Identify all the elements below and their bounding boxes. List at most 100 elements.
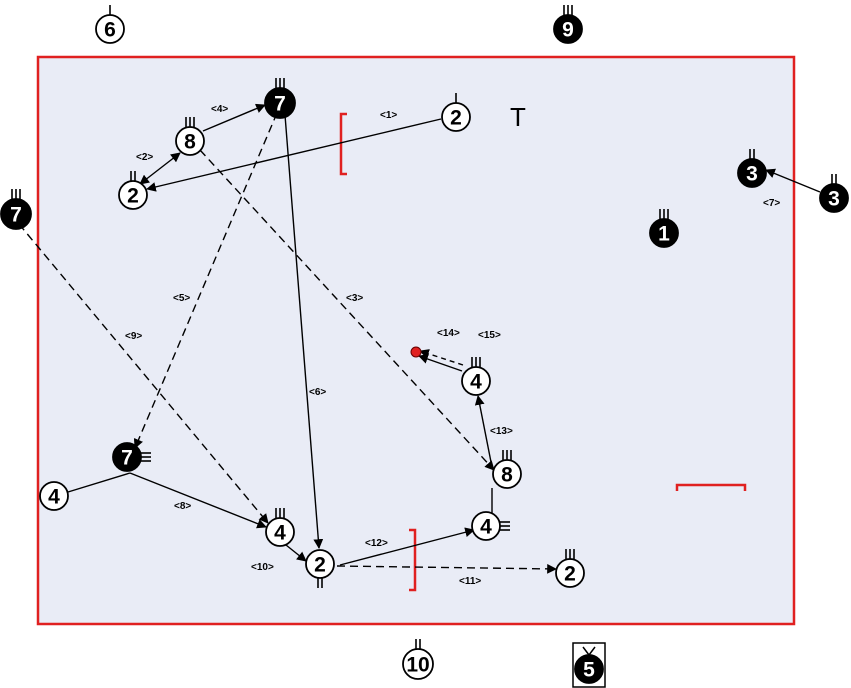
player-circle — [39, 481, 69, 511]
player-circle — [264, 87, 296, 119]
route-label: <3> — [346, 293, 363, 304]
player-marker: 7 — [112, 442, 151, 472]
route-label: <2> — [136, 152, 153, 163]
pass-line-7 — [765, 168, 821, 193]
pass-line-4 — [202, 103, 266, 132]
player-marker: 8 — [175, 117, 205, 156]
route-label: <13> — [490, 426, 513, 437]
pass-line-11 — [336, 563, 557, 574]
player-number: 2 — [314, 554, 326, 577]
player-number: 10 — [406, 654, 429, 677]
pass-line-15 — [419, 349, 464, 366]
player-tick-marks — [831, 174, 837, 184]
player-number: 4 — [480, 516, 492, 539]
route-label: <4> — [211, 104, 228, 115]
player-marker: 5 — [572, 642, 606, 688]
route-label: <11> — [459, 576, 481, 587]
t-mark: T — [510, 102, 526, 132]
pass-line-6 — [284, 114, 324, 549]
player-marker: 6 — [95, 5, 125, 44]
player-circle — [819, 183, 849, 213]
player-tick-marks — [563, 5, 573, 15]
player-marker: 7 — [0, 189, 32, 230]
player-circle — [305, 549, 335, 579]
player-number: 2 — [450, 107, 462, 130]
player-marker: 9 — [553, 5, 583, 44]
goal-bracket-bottom — [409, 528, 417, 592]
player-circle — [649, 218, 679, 248]
pass-line-3 — [199, 149, 495, 471]
route-labels: <1> <2> <3> <4> <5> <6> <7> <8> <9> <10>… — [125, 104, 780, 587]
player-circle — [95, 14, 125, 44]
player-marker: 3 — [737, 149, 767, 188]
pass-line-12 — [339, 527, 475, 566]
player-number: 7 — [274, 93, 286, 116]
pass-line-5 — [133, 112, 278, 449]
route-label: <10> — [251, 562, 274, 573]
goal-bracket-top — [339, 112, 347, 176]
player-circle — [737, 158, 767, 188]
player-number: 2 — [564, 563, 576, 586]
player-marker: 2 — [305, 549, 335, 588]
player-marker: 2 — [118, 171, 148, 210]
player-tick-marks — [500, 521, 510, 531]
player-circle — [471, 511, 501, 541]
pass-line-10 — [285, 544, 307, 562]
player-circle — [402, 648, 434, 680]
player-marker: 2 — [441, 93, 471, 132]
player-marker: 2 — [555, 549, 585, 588]
player-circle — [441, 102, 471, 132]
pass-line-1 — [146, 118, 442, 192]
player-tick-marks — [275, 78, 285, 88]
ball-icon — [410, 346, 422, 358]
pass-line-8b — [129, 472, 267, 529]
route-label: <12> — [365, 538, 388, 549]
player-number: 8 — [501, 464, 513, 487]
pass-line-13b — [474, 395, 492, 463]
player-number: 3 — [828, 188, 840, 211]
player-circle — [0, 198, 32, 230]
player-marker: 10 — [402, 639, 434, 680]
player-tick-marks — [502, 450, 512, 460]
player-circle — [492, 459, 522, 489]
pass-line-8a — [67, 472, 131, 493]
player-tick-marks — [130, 171, 136, 181]
player-number: 6 — [104, 19, 116, 42]
player-marker: 4 — [471, 511, 510, 541]
route-label: <1> — [380, 110, 397, 121]
player-circle — [574, 654, 604, 684]
player-tick-marks — [185, 117, 195, 127]
player-number: 5 — [583, 659, 595, 682]
player-circle — [175, 126, 205, 156]
player-tick-marks — [659, 209, 669, 219]
route-label: <6> — [309, 387, 326, 398]
player-circle — [265, 517, 295, 547]
player-tick-marks — [471, 357, 481, 367]
player-circle — [461, 366, 491, 396]
player-tick-marks — [141, 452, 151, 462]
player-marker: 4 — [461, 357, 491, 396]
player-tick-marks — [11, 189, 21, 199]
player-marker: 3 — [819, 174, 849, 213]
route-label: <15> — [478, 330, 501, 341]
player-circle — [555, 558, 585, 588]
player-number: 9 — [562, 19, 574, 42]
pass-line-2 — [139, 152, 181, 185]
route-label: <8> — [174, 501, 191, 512]
player-tick-marks — [565, 549, 575, 559]
player-marker: 4 — [265, 508, 295, 547]
player-number: 4 — [470, 371, 482, 394]
player-number: 7 — [121, 447, 133, 470]
player-number: 3 — [746, 163, 758, 186]
player-tick-marks — [275, 508, 285, 518]
player-number: 2 — [127, 185, 139, 208]
route-label: <9> — [125, 331, 142, 342]
player-number: 8 — [184, 131, 196, 154]
route-label: <5> — [173, 293, 190, 304]
player-circle — [553, 14, 583, 44]
player-number: 4 — [48, 486, 60, 509]
route-label: <7> — [763, 198, 780, 209]
player-circle — [118, 180, 148, 210]
